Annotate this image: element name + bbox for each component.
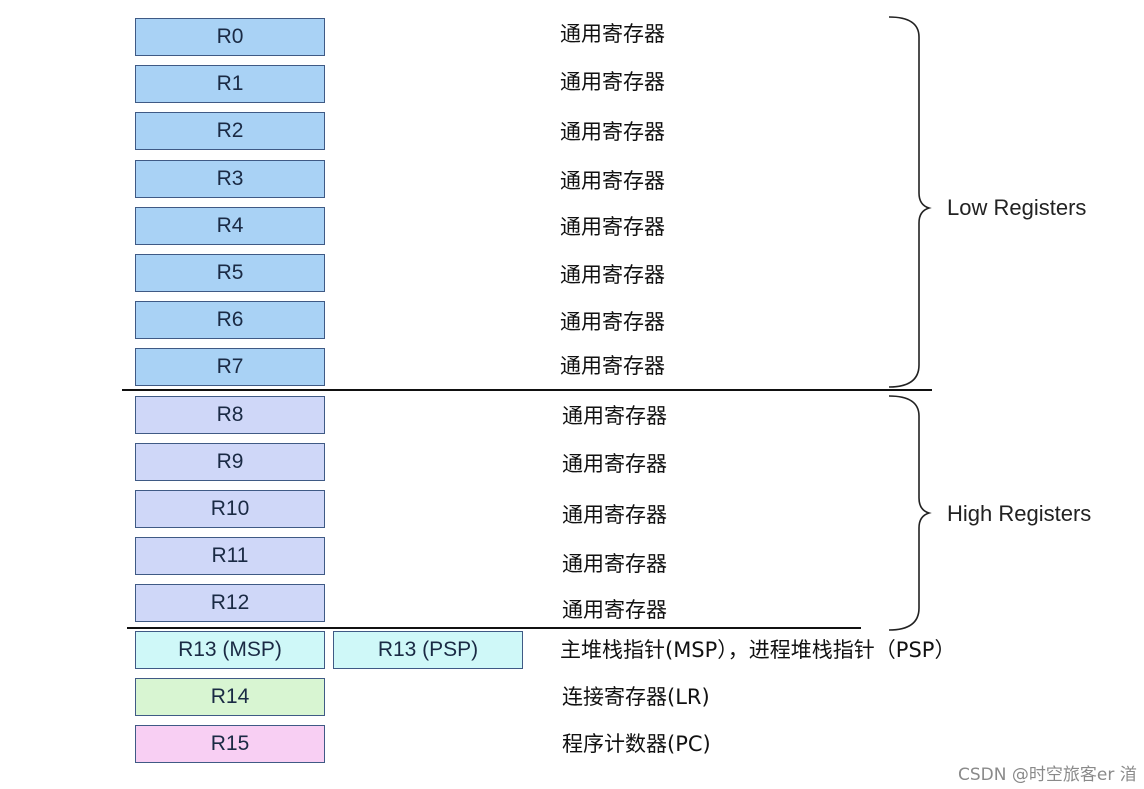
register-r15: R15 (135, 725, 325, 763)
register-label: R0 (216, 25, 244, 48)
register-label: R6 (216, 308, 244, 331)
description-r4: 通用寄存器 (560, 215, 665, 239)
watermark: CSDN @时空旅客er 渞 (958, 765, 1137, 785)
register-r5: R5 (135, 254, 325, 292)
description-r5: 通用寄存器 (560, 263, 665, 287)
register-r6: R6 (135, 301, 325, 339)
register-r14: R14 (135, 678, 325, 716)
description-r0: 通用寄存器 (560, 22, 665, 46)
description-r14: 连接寄存器(LR) (562, 685, 710, 709)
description-r13: 主堆栈指针(MSP），进程堆栈指针（PSP） (560, 638, 956, 662)
high-registers-brace (888, 395, 932, 631)
description-r15: 程序计数器(PC) (562, 732, 711, 756)
register-label: R13 (MSP) (178, 638, 282, 661)
register-label: R5 (216, 261, 244, 284)
register-r9: R9 (135, 443, 325, 481)
high-special-divider (127, 627, 861, 629)
description-r7: 通用寄存器 (560, 354, 665, 378)
description-r9: 通用寄存器 (562, 452, 667, 476)
register-label: R9 (216, 450, 244, 473)
register-r4: R4 (135, 207, 325, 245)
register-r7: R7 (135, 348, 325, 386)
register-r13-psp: R13 (PSP) (333, 631, 523, 669)
register-r10: R10 (135, 490, 325, 528)
description-r12: 通用寄存器 (562, 598, 667, 622)
description-r8: 通用寄存器 (562, 404, 667, 428)
register-label: R4 (216, 214, 244, 237)
register-label: R15 (210, 732, 250, 755)
register-label: R7 (216, 355, 244, 378)
register-label: R12 (210, 591, 250, 614)
register-r1: R1 (135, 65, 325, 103)
low-registers-label: Low Registers (947, 195, 1087, 220)
register-label: R13 (PSP) (377, 638, 479, 661)
register-label: R10 (210, 497, 250, 520)
description-r2: 通用寄存器 (560, 120, 665, 144)
description-r3: 通用寄存器 (560, 169, 665, 193)
description-r6: 通用寄存器 (560, 310, 665, 334)
description-r11: 通用寄存器 (562, 552, 667, 576)
register-r12: R12 (135, 584, 325, 622)
register-label: R2 (216, 119, 244, 142)
description-r10: 通用寄存器 (562, 503, 667, 527)
register-r11: R11 (135, 537, 325, 575)
register-label: R8 (216, 403, 244, 426)
register-r2: R2 (135, 112, 325, 150)
register-r13-msp: R13 (MSP) (135, 631, 325, 669)
high-registers-label: High Registers (947, 501, 1092, 526)
register-label: R3 (216, 167, 244, 190)
low-registers-brace (888, 16, 932, 388)
low-high-divider (122, 389, 932, 391)
register-r3: R3 (135, 160, 325, 198)
register-label: R11 (211, 544, 249, 567)
register-label: R14 (210, 685, 250, 708)
register-r0: R0 (135, 18, 325, 56)
register-r8: R8 (135, 396, 325, 434)
description-r1: 通用寄存器 (560, 70, 665, 94)
register-label: R1 (216, 72, 244, 95)
